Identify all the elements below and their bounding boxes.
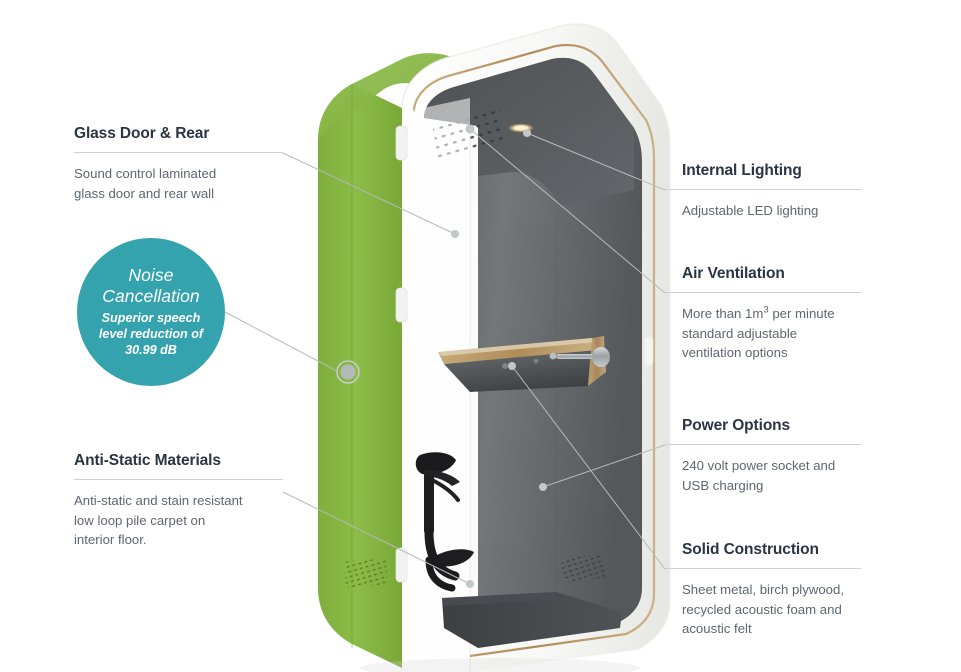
callout-title: Power Options: [682, 417, 791, 434]
callout-divider: [665, 189, 861, 191]
callout-divider: [665, 444, 861, 446]
callout-power-options: Power Options 240 volt power socket and …: [665, 417, 898, 495]
callout-title: Anti-Static Materials: [74, 452, 221, 469]
noise-cancellation-badge: Noise Cancellation Superior speech level…: [77, 238, 225, 386]
callout-body-line2: standard adjustable: [682, 325, 798, 341]
callout-body-line3: interior floor.: [74, 532, 147, 548]
callout-body-line1: Sound control laminated: [74, 166, 217, 182]
noise-badge-subtext: Superior speech level reduction of 30.99…: [87, 310, 215, 359]
callout-divider: [665, 292, 861, 294]
callout-body-line3: acoustic felt: [682, 621, 752, 637]
callout-body-line2: low loop pile carpet on: [74, 512, 206, 528]
door-handle: [549, 347, 610, 367]
callout-body-line1: 240 volt power socket and: [682, 458, 836, 474]
callout-divider: [665, 568, 861, 570]
door-hinge-mid: [395, 287, 408, 323]
callout-body-line1: Adjustable LED lighting: [682, 203, 819, 219]
noise-badge-sub-line1: Superior speech: [101, 310, 201, 325]
callout-divider: [74, 479, 283, 481]
callout-body-superscript: 3: [763, 304, 769, 316]
door-hinge-top: [395, 125, 408, 161]
callout-anti-static-materials: Anti-Static Materials Anti-static and st…: [74, 452, 304, 550]
callout-body: Adjustable LED lighting: [682, 201, 898, 221]
interior-vent-grille: [560, 553, 606, 583]
noise-badge-heading-line1: Noise: [128, 265, 174, 286]
callout-body-line3: ventilation options: [682, 345, 788, 361]
carpet-floor: [442, 592, 622, 648]
noise-badge-sub-line2: level reduction of: [98, 326, 204, 341]
led-light-strip: [508, 123, 534, 133]
side-vent-grille: [344, 558, 388, 588]
callout-body-line2: USB charging: [682, 477, 764, 493]
callout-body: Sound control laminated glass door and r…: [74, 164, 294, 203]
noise-badge-heading-line2: Cancellation: [102, 285, 200, 306]
callout-body-line1-pre: More than 1m: [682, 306, 764, 322]
callout-internal-lighting: Internal Lighting Adjustable LED lightin…: [665, 162, 898, 221]
callout-title: Solid Construction: [682, 541, 819, 558]
callout-body: Sheet metal, birch plywood, recycled aco…: [682, 580, 898, 639]
callout-body-line2: glass door and rear wall: [74, 185, 215, 201]
callout-body: More than 1m3 per minute standard adjust…: [682, 304, 898, 363]
door-hinge-bottom: [395, 547, 408, 583]
callout-body-line1: Anti-static and stain resistant: [74, 493, 243, 509]
callout-divider: [74, 152, 283, 154]
callout-glass-door-rear: Glass Door & Rear Sound control laminate…: [74, 125, 294, 203]
callout-body-line2: recycled acoustic foam and: [682, 601, 842, 617]
plywood-edge-band: [412, 43, 656, 658]
noise-badge-heading: Noise Cancellation: [102, 265, 200, 306]
callout-title: Glass Door & Rear: [74, 125, 210, 142]
callout-body-line1-post: per minute: [768, 306, 835, 322]
callout-body-line1: Sheet metal, birch plywood,: [682, 582, 844, 598]
callout-solid-construction: Solid Construction Sheet metal, birch pl…: [665, 541, 898, 639]
callout-title: Internal Lighting: [682, 162, 802, 179]
noise-badge-value: 30.99 dB: [125, 343, 177, 358]
callout-air-ventilation: Air Ventilation More than 1m3 per minute…: [665, 265, 898, 363]
callout-body: 240 volt power socket and USB charging: [682, 456, 898, 495]
callout-body: Anti-static and stain resistant low loop…: [74, 491, 304, 550]
door-catch: [643, 335, 654, 367]
callout-title: Air Ventilation: [682, 265, 785, 282]
exterior-knob: [336, 360, 360, 384]
